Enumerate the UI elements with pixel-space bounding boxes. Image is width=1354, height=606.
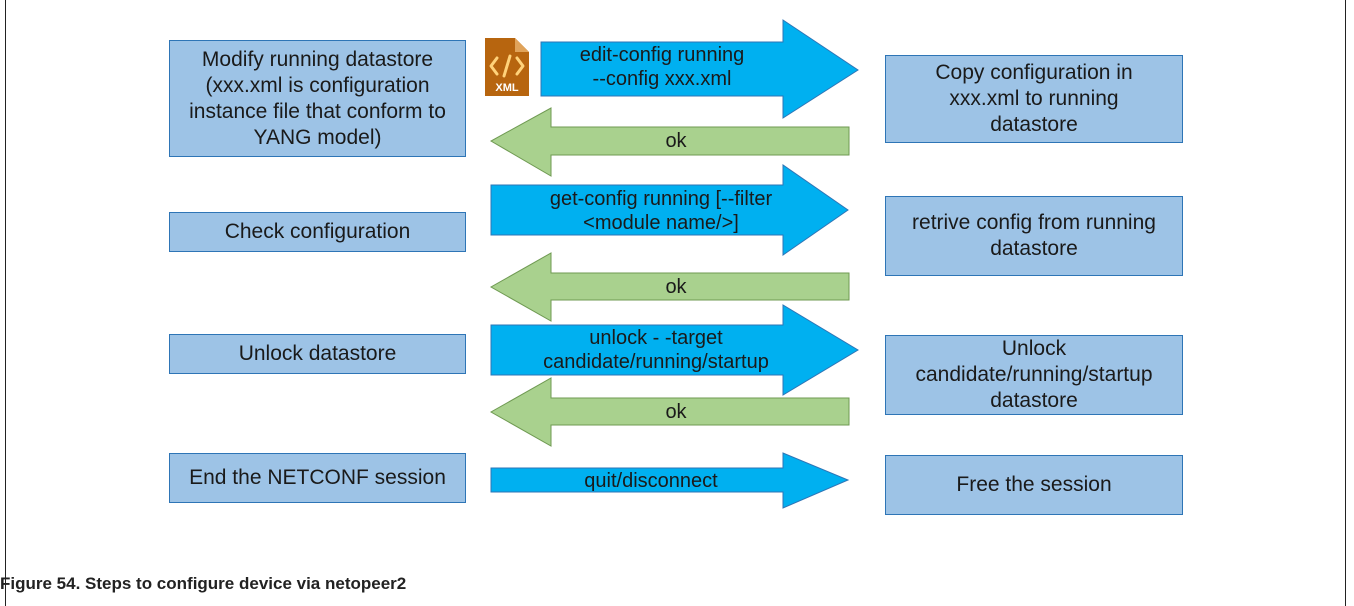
server-step-2: retrive config from running datastore bbox=[885, 196, 1183, 276]
server-step-1-label: Copy configuration in xxx.xml to running… bbox=[935, 61, 1133, 136]
request-label-3: unlock - -target candidate/running/start… bbox=[543, 327, 769, 373]
server-step-1: Copy configuration in xxx.xml to running… bbox=[885, 55, 1183, 143]
xml-file-icon: XML bbox=[485, 38, 529, 96]
client-step-4-label: End the NETCONF session bbox=[189, 466, 446, 489]
request-label-2: get-config running [--filter <module nam… bbox=[549, 188, 773, 234]
server-step-4-label: Free the session bbox=[956, 473, 1112, 496]
frame-right-border bbox=[1345, 0, 1346, 606]
request-arrow-3 bbox=[490, 304, 859, 396]
client-step-1-label: Modify running datastore (xxx.xml is con… bbox=[189, 47, 446, 149]
client-step-3-label: Unlock datastore bbox=[238, 342, 397, 365]
client-step-4: End the NETCONF session bbox=[169, 453, 466, 503]
xml-icon-label: XML bbox=[495, 82, 519, 94]
response-arrow-3 bbox=[489, 377, 850, 447]
response-label-2: ok bbox=[665, 276, 687, 298]
response-label-1: ok bbox=[665, 130, 687, 152]
server-step-3-label: Unlock candidate/running/startup datasto… bbox=[915, 337, 1153, 412]
client-step-2: Check configuration bbox=[169, 212, 466, 252]
request-label-4: quit/disconnect bbox=[584, 470, 718, 492]
client-step-1: Modify running datastore (xxx.xml is con… bbox=[169, 40, 466, 157]
server-step-4: Free the session bbox=[885, 455, 1183, 515]
response-label-3: ok bbox=[665, 401, 687, 423]
client-step-2-label: Check configuration bbox=[224, 220, 411, 243]
request-label-1: edit-config running --config xxx.xml bbox=[579, 44, 745, 90]
response-arrow-1 bbox=[489, 107, 850, 177]
server-step-2-label: retrive config from running datastore bbox=[912, 211, 1156, 260]
frame-left-border bbox=[5, 0, 6, 606]
response-arrow-2 bbox=[489, 252, 850, 322]
request-arrow-1 bbox=[540, 19, 859, 119]
request-arrow-2 bbox=[490, 164, 849, 256]
server-step-3: Unlock candidate/running/startup datasto… bbox=[885, 335, 1183, 415]
figure-caption: Figure 54. Steps to configure device via… bbox=[0, 574, 407, 593]
request-arrow-4 bbox=[490, 452, 850, 509]
client-step-3: Unlock datastore bbox=[169, 334, 466, 374]
